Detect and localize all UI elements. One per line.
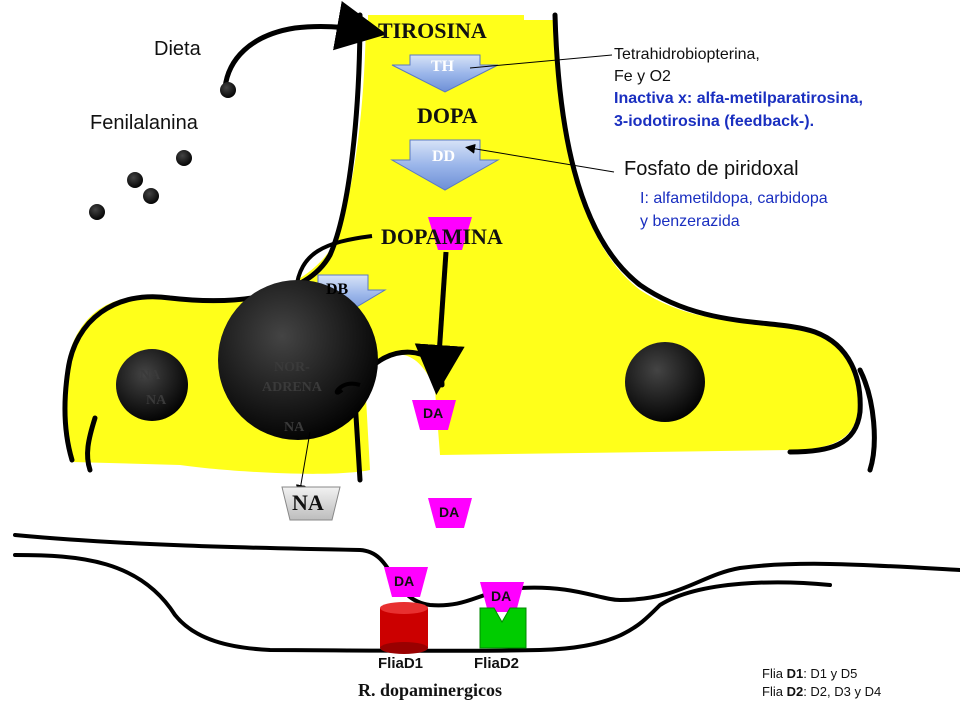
da-label-1: DA (423, 405, 444, 421)
label-fenilalanina: Fenilalanina (90, 112, 198, 134)
terminal-outline-left (62, 12, 363, 463)
receptor-d2 (479, 607, 527, 649)
vesicle-left-text-2: NA (146, 393, 167, 408)
da-molecule-2 (428, 498, 472, 528)
label-dd-inhibitors-2: y benzerazida (640, 213, 740, 230)
da-molecule-1 (412, 400, 456, 430)
vesicle-left-text-1: NA (140, 368, 161, 383)
terminal-outline-far-right (857, 367, 877, 473)
terminal-outline-right (552, 12, 863, 455)
note-flia-d1: Flia D1: D1 y D5 (762, 666, 857, 681)
vesicle-noradrenaline (218, 280, 378, 440)
enzyme-dd-label: DD (432, 148, 456, 165)
note-flia-d2-rest: : D2, D3 y D4 (803, 684, 882, 699)
note-flia-d1-bold: D1 (786, 666, 804, 681)
label-dopamina: DOPAMINA (381, 224, 503, 249)
da-label-4: DA (491, 588, 512, 604)
note-flia-d1-rest: : D1 y D5 (803, 666, 858, 681)
vesicle-big-text-1: NOR- (274, 360, 310, 375)
label-tirosina: TIROSINA (378, 18, 487, 43)
note-flia-d1-prefix: Flia (762, 666, 787, 681)
da-molecule-4 (480, 582, 524, 612)
vesicle-big-text-3: NA (284, 420, 305, 435)
label-flia-d1: FliaD1 (378, 655, 424, 672)
label-th-inhibitors-1: Inactiva x: alfa-metilparatirosina, (614, 90, 863, 107)
terminal-outline-inner (85, 415, 98, 473)
label-th-inhibitors-2: 3-iodotirosina (feedback-). (614, 113, 815, 130)
vesicle-release-arrow (334, 381, 361, 395)
vesicle-big-text-2: ADRENA (262, 380, 322, 395)
cofactor-pointer-th (469, 54, 613, 69)
da-molecule-3 (384, 567, 428, 597)
cofactor-pointer-dd (465, 143, 615, 173)
da-release-arrow (414, 251, 465, 395)
enzyme-th-label: TH (431, 58, 455, 75)
tirosina-box (368, 15, 524, 50)
note-flia-d2-bold: D2 (786, 684, 804, 699)
label-dd-inhibitors-1: I: alfametildopa, carbidopa (640, 190, 828, 207)
label-receptors-title: R. dopaminergicos (358, 680, 502, 700)
dieta-arrow (222, 1, 387, 89)
label-pyridoxal: Fosfato de piridoxal (624, 158, 799, 180)
receptor-d1 (380, 602, 428, 654)
enzyme-th-arrow (391, 54, 499, 93)
vesicle-na-left (116, 349, 188, 421)
na-release-line (295, 431, 311, 495)
vesicle-right (625, 342, 705, 422)
label-dopa: DOPA (417, 103, 478, 128)
label-cofactors-2: Fe y O2 (614, 68, 671, 85)
label-flia-d2: FliaD2 (474, 655, 520, 672)
label-cofactors-1: Tetrahidrobiopterina, (614, 46, 760, 63)
note-flia-d2-prefix: Flia (762, 684, 787, 699)
da-label-3: DA (394, 573, 415, 589)
da-vesicle-marker (428, 217, 472, 250)
fenilalanina-molecules (89, 82, 236, 220)
da-label-2: DA (439, 504, 460, 520)
label-dieta: Dieta (154, 38, 201, 60)
na-molecule (281, 486, 341, 521)
na-label: NA (292, 490, 324, 515)
enzyme-db-label: DB (326, 281, 349, 298)
note-flia-d2: Flia D2: D2, D3 y D4 (762, 684, 881, 699)
